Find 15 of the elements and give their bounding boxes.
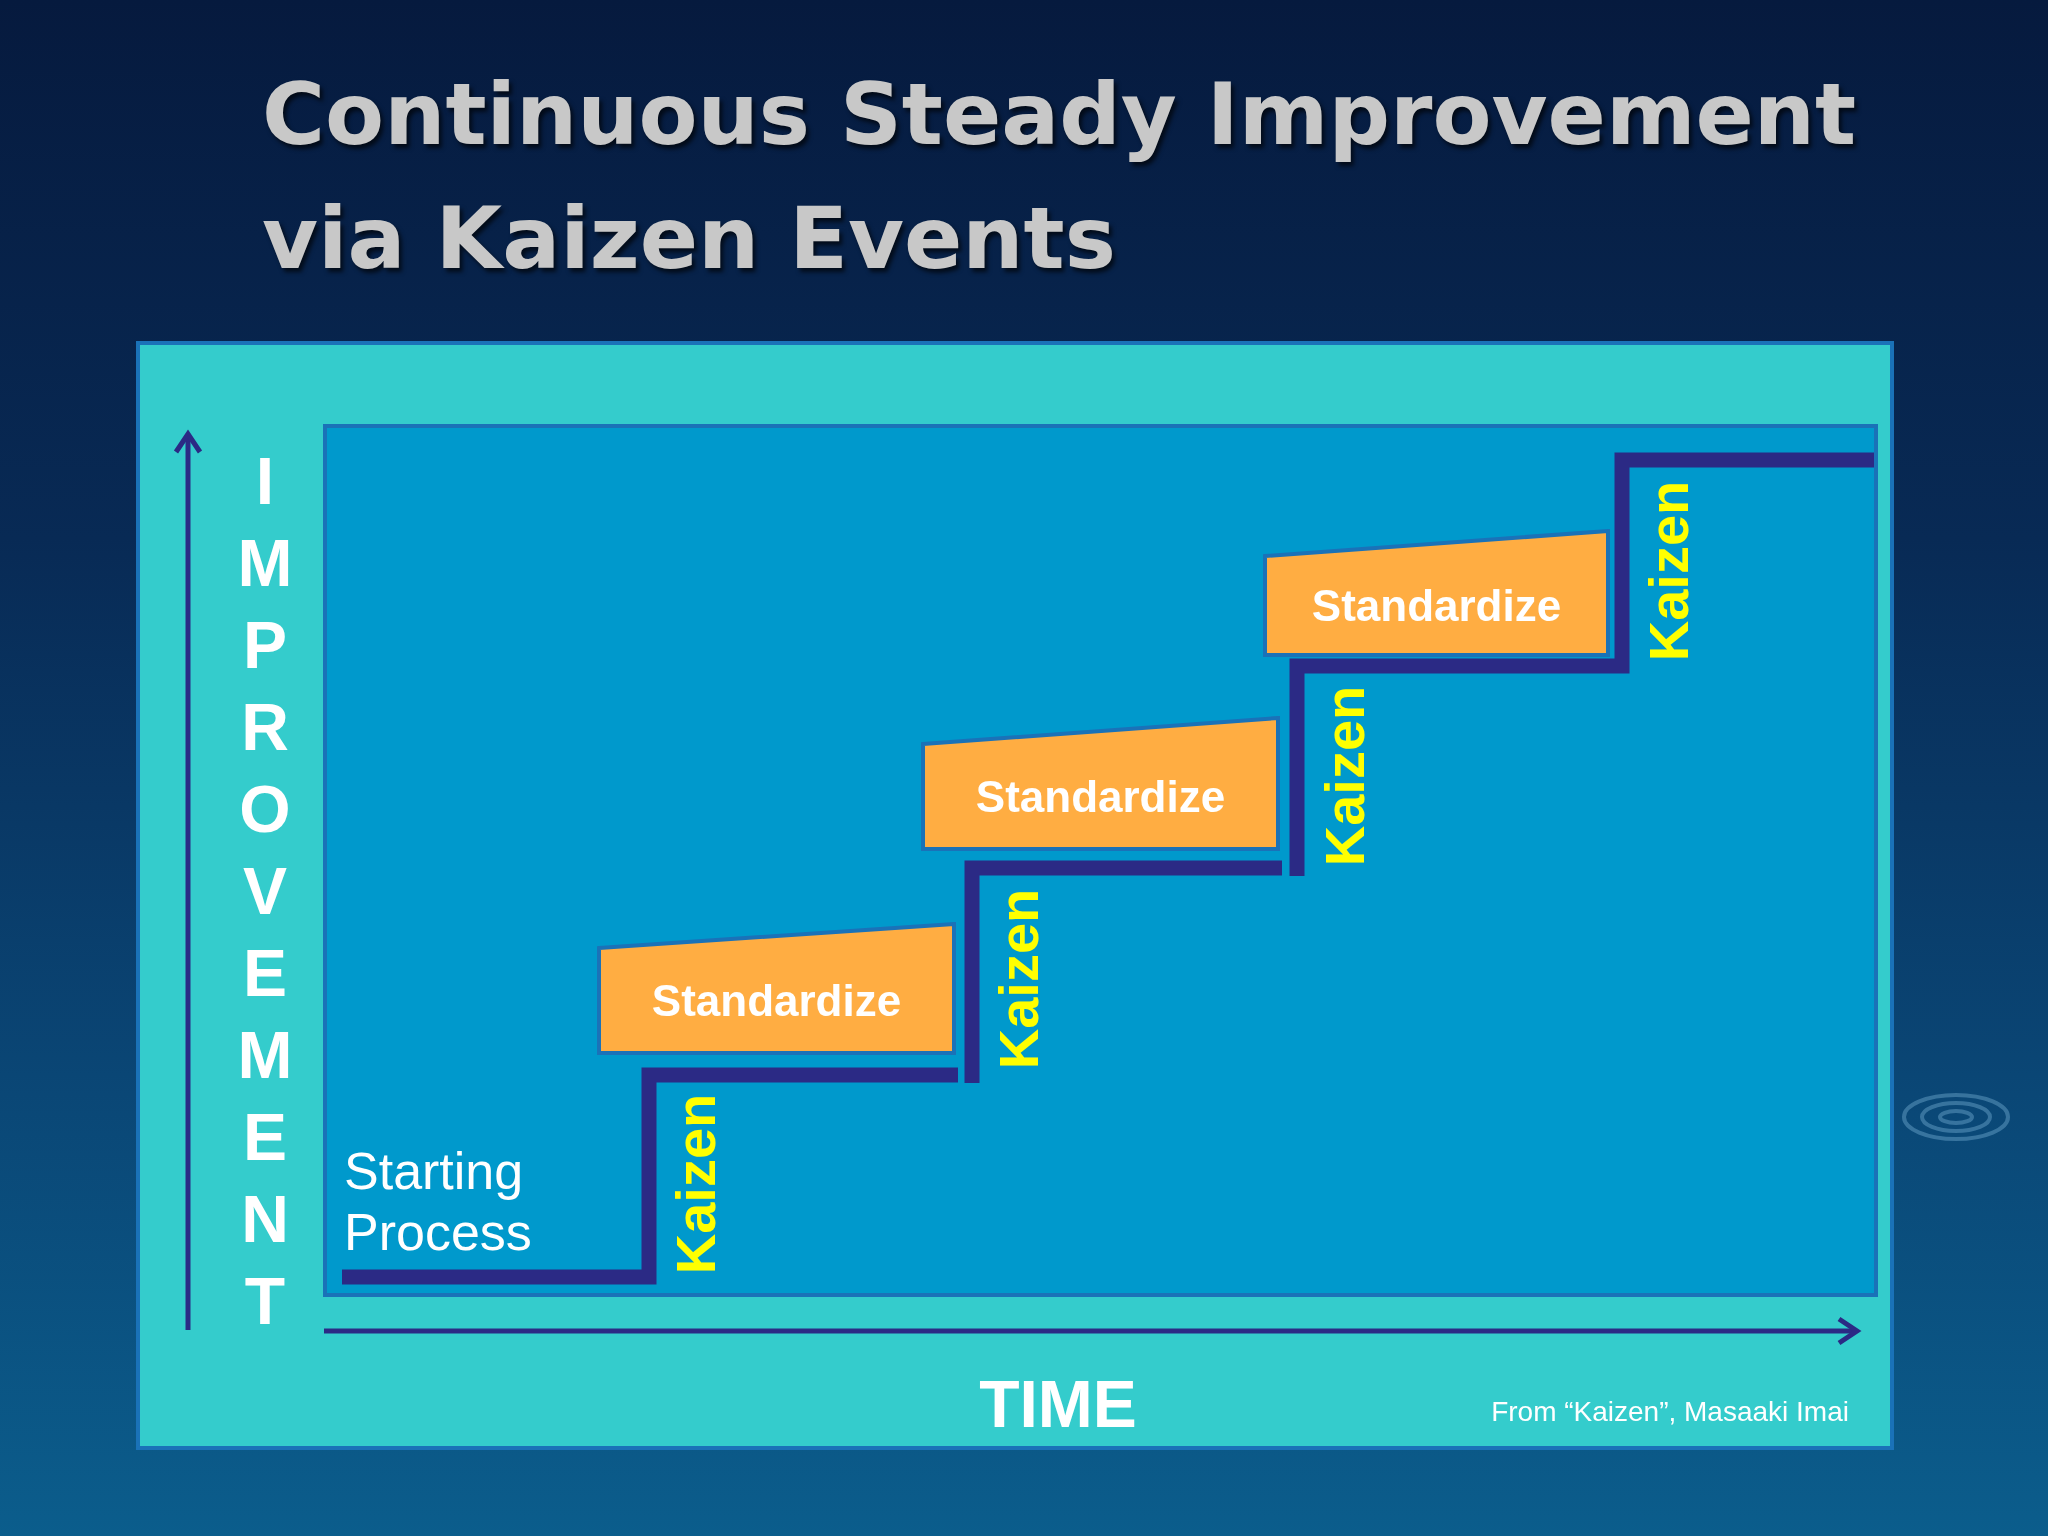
axis-label: TIME [979, 1371, 1137, 1437]
axis-label: IMPROVEMENT [236, 443, 294, 1340]
box-label: Standardize [1311, 582, 1562, 631]
step-label: Kaizen [991, 888, 1047, 1070]
step-label: Kaizen [1317, 685, 1373, 867]
trapezoid-box [1263, 529, 1610, 657]
trapezoid-box [597, 922, 956, 1055]
box-label: Standardize [651, 977, 902, 1026]
slide-title: Continuous Steady Improvement via Kaizen Events [262, 63, 1858, 290]
step-label: Kaizen [668, 1093, 724, 1275]
step-label: Kaizen [1641, 480, 1697, 662]
box-label: Standardize [975, 773, 1226, 822]
source-note: From “Kaizen”, Masaaki Imai [1491, 1396, 1849, 1428]
step-label: Starting Process [344, 1141, 533, 1263]
trapezoid-box [921, 716, 1280, 851]
